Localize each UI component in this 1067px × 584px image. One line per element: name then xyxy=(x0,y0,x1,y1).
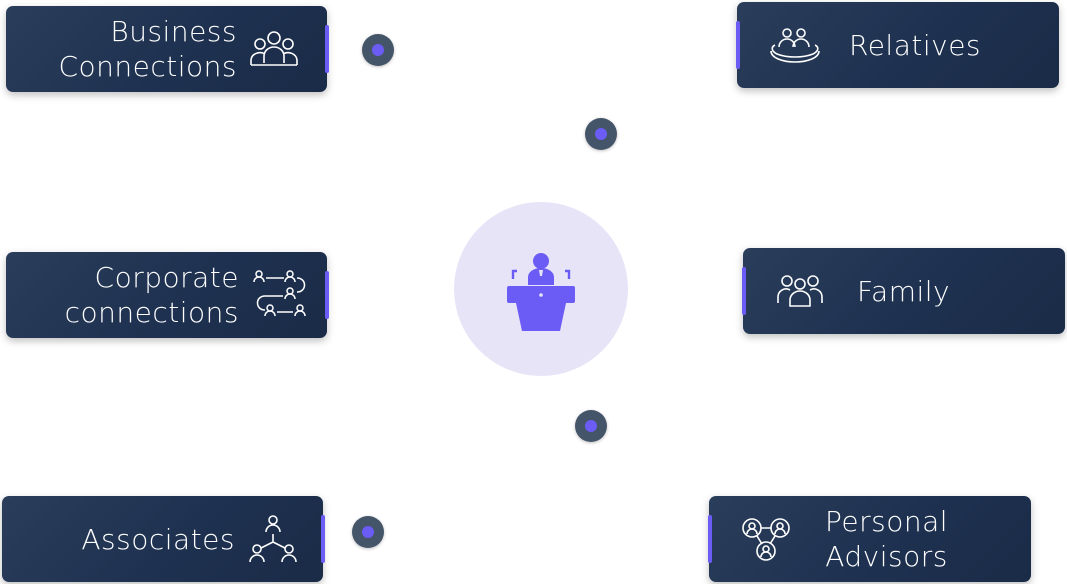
relatives-card[interactable]: Relatives xyxy=(737,2,1059,88)
business-connections-accent xyxy=(325,25,329,73)
speaker-podium-icon xyxy=(503,251,579,333)
table-gathering-icon xyxy=(769,25,821,65)
associates-label: Associates xyxy=(81,522,235,556)
personal-advisors-label: Personal Advisors xyxy=(825,505,949,573)
associates-card[interactable]: Associates xyxy=(2,496,323,582)
family-card[interactable]: Family xyxy=(743,248,1065,334)
business-connections-card[interactable]: Business Connections xyxy=(6,6,327,92)
business-connections-label: Business Connections xyxy=(58,15,237,83)
corporate-connections-card[interactable]: Corporate connections xyxy=(6,252,327,338)
connector-dot-associates xyxy=(352,516,384,548)
associates-accent xyxy=(321,515,325,563)
connector-dot-family xyxy=(575,410,607,442)
personal-advisors-accent xyxy=(708,515,712,563)
connector-dot-business xyxy=(362,34,394,66)
personal-advisors-card[interactable]: Personal Advisors xyxy=(709,496,1031,582)
network-hierarchy-icon xyxy=(249,514,297,564)
group-people-icon xyxy=(249,29,299,69)
linked-profiles-icon xyxy=(741,516,791,562)
connection-flow-icon xyxy=(253,266,309,324)
connector-dot-relatives xyxy=(585,118,617,150)
family-group-icon xyxy=(777,273,823,309)
relatives-label: Relatives xyxy=(849,28,982,62)
corporate-connections-label: Corporate connections xyxy=(64,261,239,329)
relatives-accent xyxy=(736,21,740,69)
family-accent xyxy=(742,267,746,315)
corporate-connections-accent xyxy=(325,271,329,319)
family-label: Family xyxy=(857,274,951,308)
